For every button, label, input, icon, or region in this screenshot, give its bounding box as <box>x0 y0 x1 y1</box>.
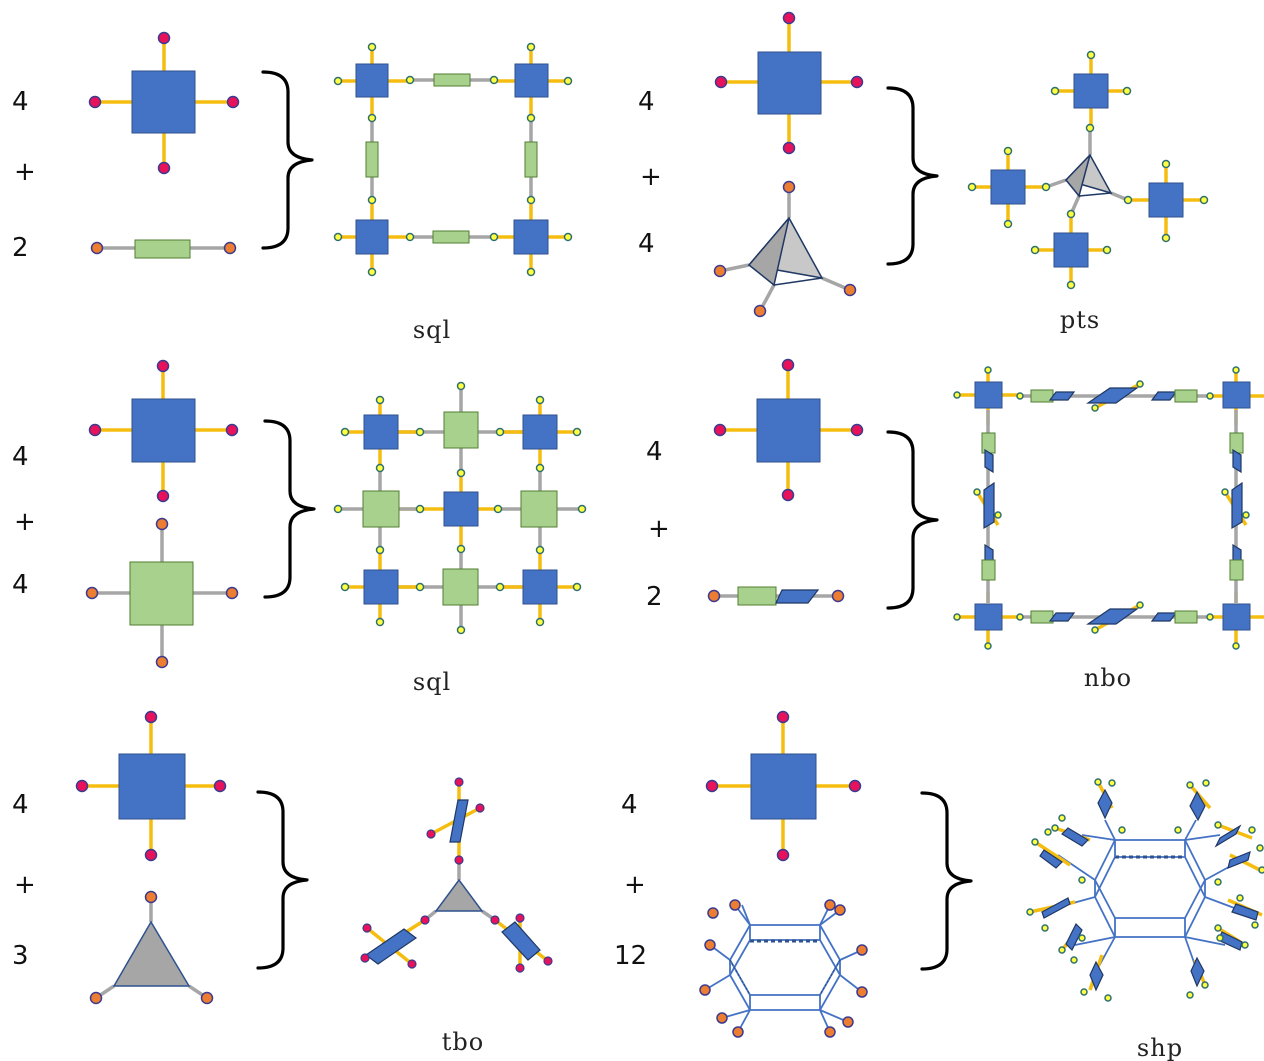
bent-linker-building-block <box>707 586 845 606</box>
brace-icon <box>920 791 973 971</box>
panel-tbo: 4 + 3 <box>12 710 553 1056</box>
tetrahedral-linker-building-block <box>713 180 857 318</box>
count-label: 4 <box>12 442 29 472</box>
square-linker-building-block <box>713 358 864 502</box>
linear-linker-building-block <box>90 239 237 259</box>
network-tbo-sketch <box>360 777 553 973</box>
network-sql-grid-sketch <box>333 381 587 635</box>
network-sql-sketch <box>333 42 573 277</box>
plus-label: + <box>14 507 36 537</box>
panel-pts: 4 + 4 <box>638 11 1209 334</box>
brace-icon <box>261 70 314 250</box>
panel-nbo: 4 + 2 <box>646 358 1264 692</box>
brace-icon <box>886 430 939 610</box>
triangular-linker-building-block <box>89 890 214 1005</box>
count-label: 2 <box>12 233 29 263</box>
count-label: 3 <box>12 941 29 971</box>
plus-label: + <box>648 514 670 544</box>
count-label: 4 <box>638 87 655 117</box>
square-linker-building-block <box>75 710 227 862</box>
count-label: 2 <box>646 582 663 612</box>
plus-label: + <box>14 157 36 187</box>
count-label: 4 <box>12 87 29 117</box>
net-label: shp <box>1137 1034 1183 1061</box>
panel-shp: 4 + 12 <box>614 710 1264 1061</box>
panel-sql-1: 4 + 2 <box>12 31 573 344</box>
square-linker-building-block <box>88 359 239 503</box>
net-label: nbo <box>1084 664 1132 692</box>
network-shp-sketch <box>1026 778 1264 1002</box>
square-linker-building-block <box>705 710 862 862</box>
plus-label: + <box>624 870 646 900</box>
network-pts-sketch <box>967 50 1209 290</box>
brace-icon <box>886 86 939 266</box>
net-label: pts <box>1060 306 1100 334</box>
plus-label: + <box>640 162 662 192</box>
brace-icon <box>256 790 309 970</box>
count-label: 12 <box>614 941 647 971</box>
count-label: 4 <box>646 437 663 467</box>
network-nbo-sketch <box>953 366 1264 650</box>
count-label: 4 <box>12 790 29 820</box>
panel-sql-2: 4 + 4 <box>12 359 587 696</box>
net-label: sql <box>413 316 451 344</box>
square-linker-building-block <box>88 31 240 175</box>
count-label: 4 <box>638 229 655 259</box>
green-square-linker-building-block <box>85 517 239 669</box>
brace-icon <box>263 419 316 599</box>
plus-label: + <box>14 870 36 900</box>
count-label: 4 <box>12 570 29 600</box>
net-label: sql <box>413 668 451 696</box>
hexagonal-prism-linker-building-block <box>699 899 868 1038</box>
square-linker-building-block <box>714 11 864 155</box>
count-label: 4 <box>621 790 638 820</box>
net-label: tbo <box>442 1028 484 1056</box>
